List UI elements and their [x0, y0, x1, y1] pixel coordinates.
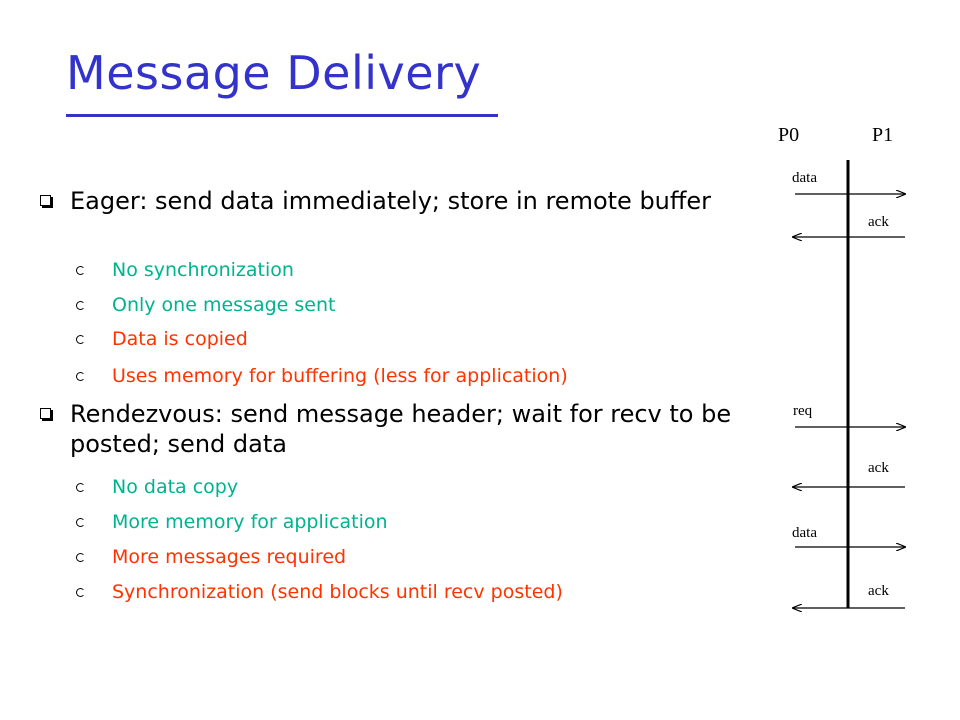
curved-bullet-icon [76, 372, 85, 381]
sub-bullet-text: Uses memory for buffering (less for appl… [112, 365, 568, 387]
sub-bullet-text: Data is copied [112, 328, 248, 350]
curved-bullet-icon [76, 588, 85, 597]
sub-bullet-text: Only one message sent [112, 294, 336, 316]
sub-bullet-text: More memory for application [112, 511, 388, 533]
message-label: ack [868, 460, 889, 476]
sub-bullet: More messages required [76, 545, 776, 569]
sub-bullet: No data copy [76, 475, 776, 499]
message-label: ack [868, 583, 889, 599]
process-label-p1: P1 [872, 124, 893, 146]
curved-bullet-icon [76, 301, 85, 310]
sub-bullet-text: No synchronization [112, 259, 294, 281]
curved-bullet-icon [76, 553, 85, 562]
process-label-p0: P0 [778, 124, 799, 146]
square-bullet-icon [40, 195, 51, 206]
sub-bullet: Data is copied [76, 327, 776, 351]
sub-bullet-text: More messages required [112, 546, 347, 568]
bullet-text: Rendezvous: send message header; wait fo… [70, 400, 732, 458]
square-bullet-icon [40, 408, 51, 419]
sub-bullet: More memory for application [76, 510, 776, 534]
bullet-rendezvous: Rendezvous: send message header; wait fo… [40, 399, 770, 459]
curved-bullet-icon [76, 266, 85, 275]
sub-bullet: Only one message sent [76, 293, 776, 317]
message-label: req [793, 403, 813, 419]
sub-bullet-text: No data copy [112, 476, 239, 498]
sub-bullet-text: Synchronization (send blocks until recv … [112, 581, 563, 603]
message-label: ack [868, 214, 889, 230]
bullet-eager: Eager: send data immediately; store in r… [40, 186, 770, 216]
slide-title: Message Delivery [66, 46, 482, 100]
sub-bullet: Synchronization (send blocks until recv … [76, 580, 776, 604]
title-underline [66, 114, 498, 117]
curved-bullet-icon [76, 483, 85, 492]
curved-bullet-icon [76, 518, 85, 527]
message-label: data [792, 170, 817, 186]
bullet-text: Eager: send data immediately; store in r… [70, 187, 712, 215]
sub-bullet: No synchronization [76, 258, 776, 282]
curved-bullet-icon [76, 335, 85, 344]
sub-bullet: Uses memory for buffering (less for appl… [76, 364, 776, 388]
message-label: data [792, 525, 817, 541]
